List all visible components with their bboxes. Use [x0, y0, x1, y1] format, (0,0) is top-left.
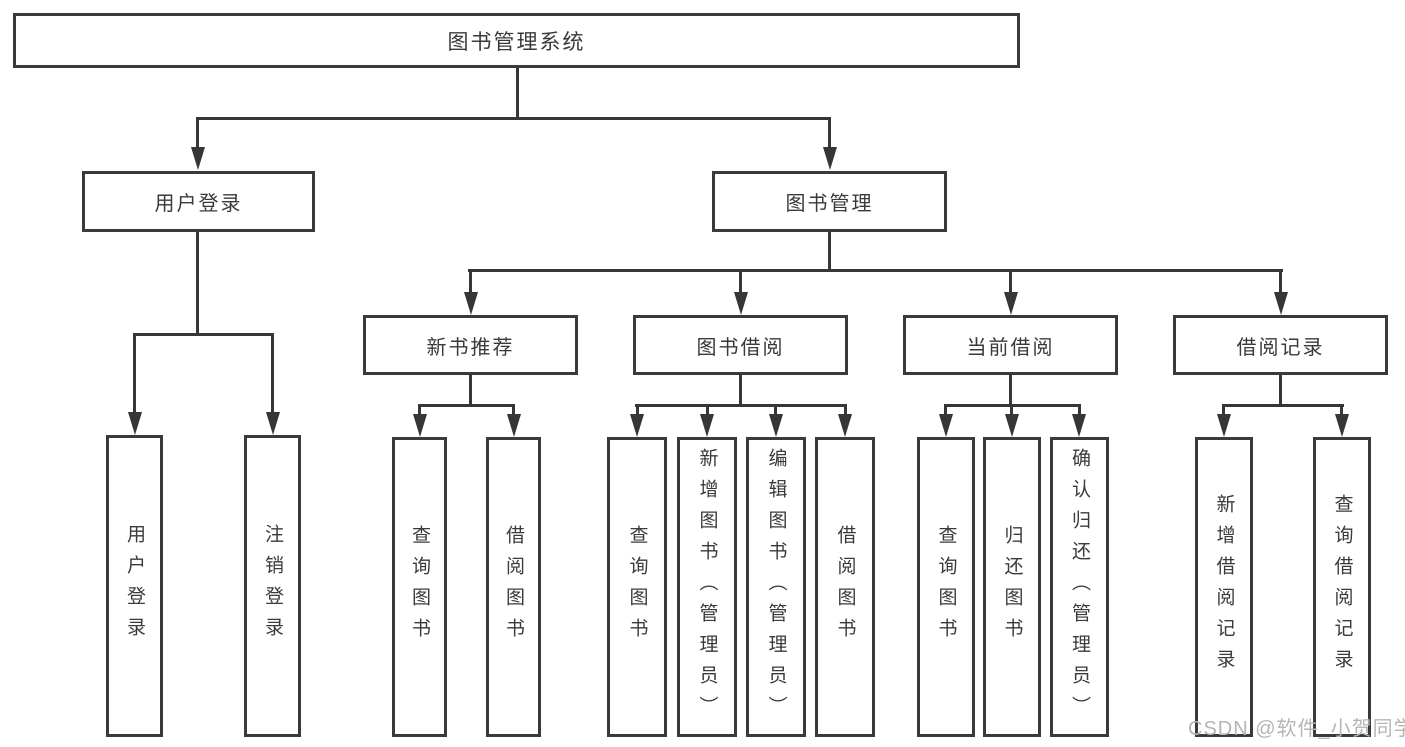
arrow-down-icon — [1072, 414, 1086, 437]
arrow-down-icon — [1005, 414, 1019, 437]
arrow-down-icon — [464, 292, 478, 315]
connector-vline — [1009, 269, 1012, 294]
connector-hline — [196, 117, 831, 120]
connector-vline — [133, 333, 136, 412]
leaf-add-borrow-record-label: 新增借阅记录 — [1213, 494, 1235, 680]
leaf-return-books-label: 归还图书 — [1001, 525, 1023, 649]
node-new-book-recommendation: 新书推荐 — [363, 315, 578, 375]
connector-hline — [133, 333, 274, 336]
leaf-edit-book-admin-label: 编辑图书（管理员） — [765, 447, 787, 727]
connector-vline — [828, 117, 831, 149]
leaf-user-login-label: 用户登录 — [124, 524, 145, 648]
node-library-system: 图书管理系统 — [13, 13, 1020, 68]
leaf-add-book-admin: 新增图书（管理员） — [677, 437, 737, 737]
connector-vline — [1279, 375, 1282, 406]
connector-vline — [516, 68, 519, 119]
arrow-down-icon — [507, 414, 521, 437]
connector-vline — [739, 375, 742, 406]
arrow-down-icon — [1335, 414, 1349, 437]
leaf-query-books-recommend: 查询图书 — [392, 437, 447, 737]
node-book-borrowing: 图书借阅 — [633, 315, 848, 375]
connector-vline — [271, 333, 274, 412]
connector-vline — [512, 404, 515, 416]
connector-vline — [469, 375, 472, 406]
node-borrowing-records: 借阅记录 — [1173, 315, 1388, 375]
connector-hline — [1222, 404, 1344, 407]
arrow-down-icon — [769, 414, 783, 437]
arrow-down-icon — [838, 414, 852, 437]
leaf-borrow-books-recommend: 借阅图书 — [486, 437, 541, 737]
leaf-borrow-books-recommend-label: 借阅图书 — [503, 525, 524, 649]
connector-vline — [1222, 404, 1225, 416]
connector-vline — [828, 232, 831, 272]
node-book-borrowing-label: 图书借阅 — [696, 336, 785, 359]
connector-hline — [418, 404, 515, 407]
leaf-logout-login: 注销登录 — [244, 435, 301, 737]
connector-hline — [468, 269, 1283, 272]
node-book-management: 图书管理 — [712, 171, 947, 232]
connector-vline — [418, 404, 421, 416]
arrow-down-icon — [1217, 414, 1231, 437]
connector-vline — [1078, 404, 1081, 416]
leaf-query-books-recommend-label: 查询图书 — [409, 525, 430, 649]
connector-vline — [1010, 404, 1013, 416]
leaf-confirm-return-admin: 确认归还（管理员） — [1050, 437, 1109, 737]
connector-vline — [739, 269, 742, 294]
leaf-logout-login-label: 注销登录 — [262, 524, 283, 648]
arrow-down-icon — [939, 414, 953, 437]
watermark: CSDN @软件_小贺同学 — [1188, 718, 1405, 740]
arrow-down-icon — [734, 292, 748, 315]
leaf-query-books-borrowing: 查询图书 — [607, 437, 667, 737]
node-user-login: 用户登录 — [82, 171, 315, 232]
connector-vline — [1340, 404, 1343, 416]
node-library-system-label: 图书管理系统 — [447, 30, 586, 54]
connector-hline — [635, 404, 847, 407]
arrow-down-icon — [191, 147, 205, 170]
node-new-book-recommendation-label: 新书推荐 — [426, 336, 515, 359]
leaf-query-books-borrowing-label: 查询图书 — [626, 525, 648, 649]
connector-vline — [636, 404, 639, 416]
leaf-borrow-books-borrowing: 借阅图书 — [815, 437, 875, 737]
leaf-borrow-books-borrowing-label: 借阅图书 — [834, 525, 856, 649]
connector-vline — [944, 404, 947, 416]
arrow-down-icon — [630, 414, 644, 437]
leaf-user-login: 用户登录 — [106, 435, 163, 737]
connector-vline — [1279, 269, 1282, 294]
arrow-down-icon — [413, 414, 427, 437]
leaf-query-books-current: 查询图书 — [917, 437, 975, 737]
node-current-borrowing: 当前借阅 — [903, 315, 1118, 375]
leaf-add-borrow-record: 新增借阅记录 — [1195, 437, 1253, 737]
leaf-query-books-current-label: 查询图书 — [935, 525, 957, 649]
arrow-down-icon — [700, 414, 714, 437]
leaf-edit-book-admin: 编辑图书（管理员） — [746, 437, 806, 737]
node-borrowing-records-label: 借阅记录 — [1236, 336, 1325, 359]
leaf-query-borrow-record: 查询借阅记录 — [1313, 437, 1371, 737]
arrow-down-icon — [1274, 292, 1288, 315]
node-user-login-label: 用户登录 — [154, 193, 243, 215]
connector-vline — [1009, 375, 1012, 406]
node-current-borrowing-label: 当前借阅 — [966, 336, 1055, 359]
arrow-down-icon — [823, 147, 837, 170]
connector-vline — [774, 404, 777, 416]
arrow-down-icon — [128, 412, 142, 435]
connector-vline — [196, 117, 199, 149]
connector-vline — [196, 232, 199, 335]
arrow-down-icon — [1004, 292, 1018, 315]
leaf-query-borrow-record-label: 查询借阅记录 — [1331, 494, 1353, 680]
leaf-add-book-admin-label: 新增图书（管理员） — [696, 447, 718, 727]
connector-vline — [706, 404, 709, 416]
leaf-return-books: 归还图书 — [983, 437, 1041, 737]
connector-vline — [844, 404, 847, 416]
connector-vline — [469, 269, 472, 294]
arrow-down-icon — [266, 412, 280, 435]
node-book-management-label: 图书管理 — [785, 193, 874, 215]
leaf-confirm-return-admin-label: 确认归还（管理员） — [1069, 447, 1090, 727]
